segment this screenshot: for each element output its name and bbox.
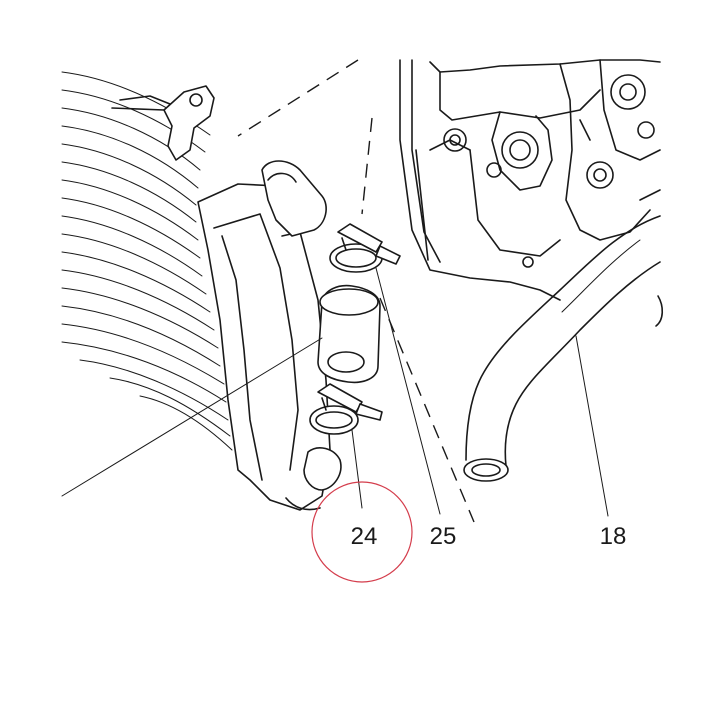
callout-25: 25 [430, 523, 457, 550]
callout-18: 18 [600, 523, 627, 550]
leader-lines [61, 267, 609, 517]
hose-18 [463, 215, 661, 482]
assembly-guide-lines [237, 59, 475, 523]
hose-clamp-lower [309, 383, 383, 435]
hose-sleeve [317, 284, 381, 384]
radiator [61, 71, 342, 511]
hose-clamp-upper [329, 223, 401, 273]
callout-24: 24 [351, 523, 378, 550]
highlight-circle [311, 481, 413, 583]
engine-casing [399, 59, 664, 327]
